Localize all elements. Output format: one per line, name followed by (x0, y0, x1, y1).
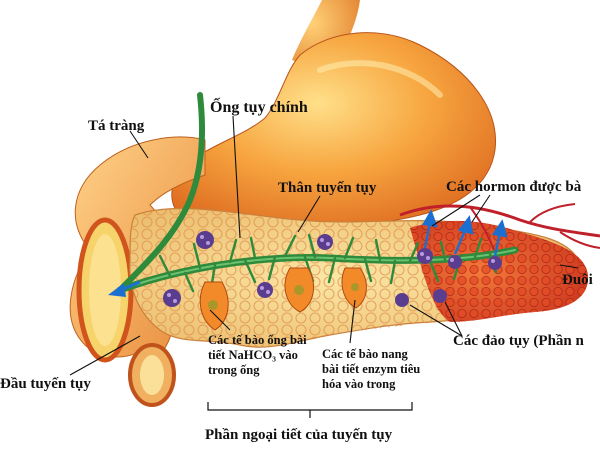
label-duodenum: Tá tràng (88, 118, 145, 134)
stomach-highlight (317, 60, 443, 98)
label-pancreas-body: Thân tuyến tụy (278, 180, 377, 196)
label-pancreas-head: Đầu tuyến tụy (0, 376, 91, 392)
label-pointers (69, 115, 579, 376)
label-islets: Các đảo tụy (Phần n (453, 333, 584, 349)
label-duct-cells: Các tế bào ống bài tiết NaHCO₃ vào trong… (208, 333, 307, 377)
blood-vessel (399, 204, 600, 238)
hormone-arrows (422, 209, 508, 257)
label-tail: Đuôi (562, 272, 593, 288)
label-main-pancreatic-duct: Ống tụy chính (210, 99, 308, 116)
label-exocrine-part: Phần ngoại tiết của tuyến tụy (205, 427, 393, 443)
label-hormones: Các hormon được bà (446, 179, 582, 195)
duct-arrow-icon (108, 283, 126, 297)
exocrine-bracket (207, 402, 413, 411)
label-acinar-cells: Các tế bào nang bài tiết enzym tiêu hóa … (322, 347, 421, 391)
islets-of-langerhans (163, 231, 502, 307)
main-pancreatic-duct (117, 92, 205, 293)
